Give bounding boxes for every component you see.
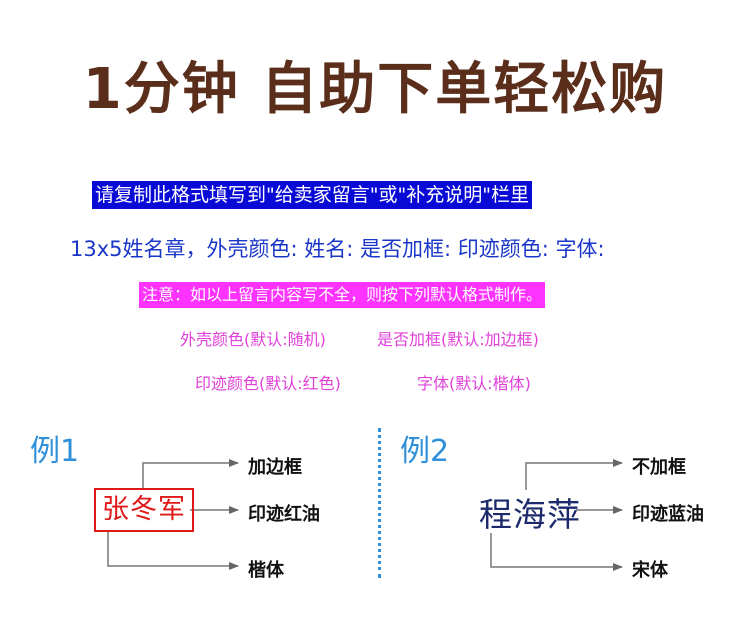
- example2-option-frame: 不加框: [632, 457, 686, 478]
- example-divider: [378, 428, 381, 578]
- arrow-ex2-font: [490, 533, 623, 571]
- arrow-ex2-frame: [525, 459, 623, 490]
- arrow-ex1-font: [107, 531, 239, 570]
- instruction-banner: 请复制此格式填写到"给卖家留言"或"补充说明"栏里: [92, 181, 532, 209]
- example1-option-frame: 加边框: [248, 457, 302, 478]
- example2-stamp-impression: 程海萍: [479, 495, 581, 534]
- example1-label: 例1: [30, 434, 80, 469]
- order-format-fields: 13x5姓名章，外壳颜色: 姓名: 是否加框: 印迹颜色: 字体:: [70, 237, 605, 261]
- default-font: 字体(默认:楷体): [417, 374, 531, 393]
- example1-option-ink: 印迹红油: [248, 504, 320, 525]
- notice-banner: 注意：如以上留言内容写不全，则按下列默认格式制作。: [139, 282, 546, 308]
- default-frame: 是否加框(默认:加边框): [377, 330, 539, 349]
- default-shell-color: 外壳颜色(默认:随机): [180, 330, 326, 349]
- example2-option-font: 宋体: [632, 560, 668, 581]
- example2-option-ink: 印迹蓝油: [632, 504, 704, 525]
- example1-option-font: 楷体: [248, 560, 284, 581]
- default-ink-color: 印迹颜色(默认:红色): [195, 374, 341, 393]
- arrow-ex1-frame: [142, 459, 239, 490]
- example2-label: 例2: [400, 434, 450, 469]
- example1-stamp-impression: 张冬军: [94, 488, 194, 532]
- page-title: 1分钟 自助下单轻松购: [82, 57, 668, 122]
